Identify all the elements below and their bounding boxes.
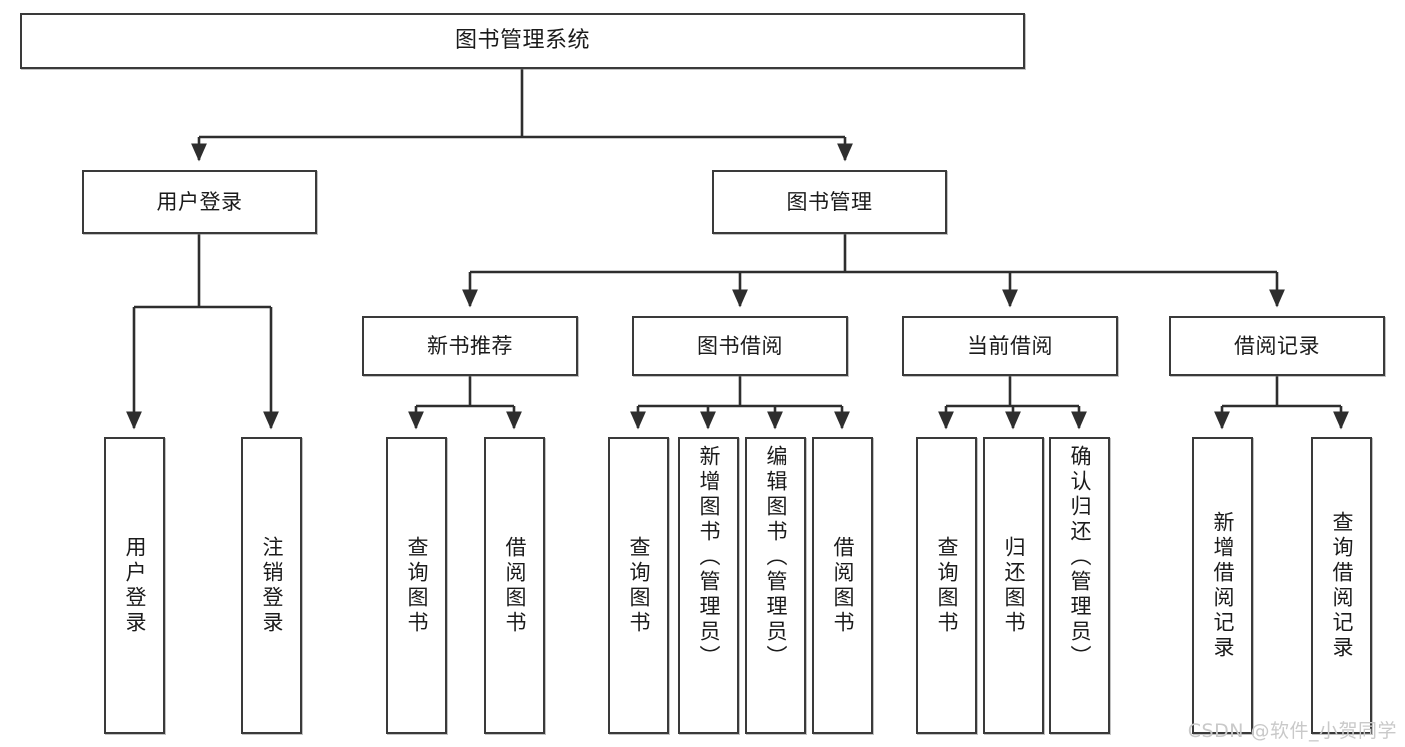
node-label: 图书借阅: [697, 333, 783, 358]
node-label: 编辑图书（管理员）: [764, 445, 788, 670]
node-book-management[interactable]: 图书管理: [712, 170, 947, 234]
node-label: 用户登录: [123, 535, 147, 636]
node-leaf-add-book-admin[interactable]: 新增图书（管理员）: [678, 437, 739, 734]
node-label: 归还图书: [1002, 535, 1026, 636]
node-leaf-confirm-return-admin[interactable]: 确认归还（管理员）: [1049, 437, 1110, 734]
node-label: 当前借阅: [967, 333, 1053, 358]
node-leaf-query-book-borrow[interactable]: 查询图书: [608, 437, 669, 734]
node-leaf-add-borrow-record[interactable]: 新增借阅记录: [1192, 437, 1253, 734]
node-current-borrow[interactable]: 当前借阅: [902, 316, 1118, 376]
node-label: 图书管理: [786, 189, 873, 214]
node-leaf-query-borrow-record[interactable]: 查询借阅记录: [1311, 437, 1372, 734]
node-borrow-records[interactable]: 借阅记录: [1169, 316, 1385, 376]
watermark: CSDN @软件_小贺同学: [1187, 720, 1397, 742]
node-root-system[interactable]: 图书管理系统: [20, 13, 1025, 69]
node-label: 新增图书（管理员）: [697, 445, 721, 670]
node-label: 确认归还（管理员）: [1068, 445, 1092, 670]
node-label: 新书推荐: [427, 333, 513, 358]
node-label: 借阅图书: [503, 535, 527, 636]
node-new-book-recommend[interactable]: 新书推荐: [362, 316, 578, 376]
node-leaf-borrow-book-recommend[interactable]: 借阅图书: [484, 437, 545, 734]
node-label: 注销登录: [260, 535, 284, 636]
node-label: 借阅图书: [831, 535, 855, 636]
node-book-borrow[interactable]: 图书借阅: [632, 316, 848, 376]
node-label: 查询图书: [935, 535, 959, 636]
node-label: 查询图书: [405, 535, 429, 636]
node-leaf-query-book-current[interactable]: 查询图书: [916, 437, 977, 734]
node-label: 新增借阅记录: [1211, 510, 1235, 661]
node-leaf-borrow-book[interactable]: 借阅图书: [812, 437, 873, 734]
node-leaf-edit-book-admin[interactable]: 编辑图书（管理员）: [745, 437, 806, 734]
node-label: 借阅记录: [1234, 333, 1320, 358]
node-leaf-query-book-recommend[interactable]: 查询图书: [386, 437, 447, 734]
node-leaf-logout[interactable]: 注销登录: [241, 437, 302, 734]
node-user-login[interactable]: 用户登录: [82, 170, 317, 234]
node-label: 查询借阅记录: [1330, 510, 1354, 661]
node-leaf-user-login[interactable]: 用户登录: [104, 437, 165, 734]
node-leaf-return-book[interactable]: 归还图书: [983, 437, 1044, 734]
node-label: 查询图书: [627, 535, 651, 636]
node-label: 图书管理系统: [454, 28, 590, 54]
node-label: 用户登录: [156, 189, 243, 214]
